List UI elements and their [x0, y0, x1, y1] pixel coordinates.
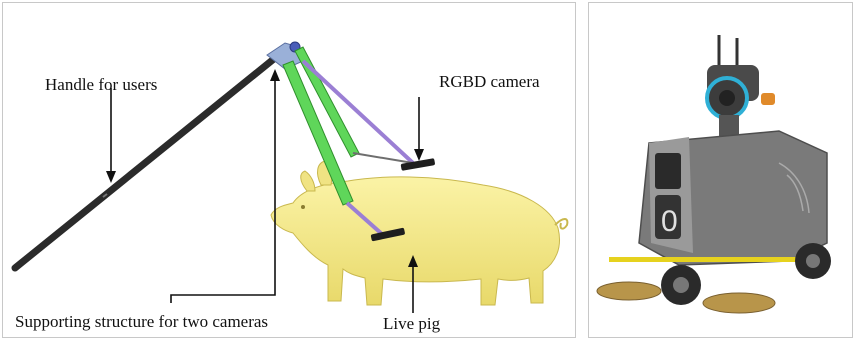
- scanning-device-illustration: [11, 41, 569, 313]
- arm-purple-left: [345, 201, 385, 237]
- arm-purple-right: [301, 59, 415, 165]
- scanning-device-panel: Handle for users RGBD camera Supporting …: [2, 2, 576, 338]
- label-rgbd-camera: RGBD camera: [439, 72, 540, 91]
- robot-body: 0: [638, 130, 828, 266]
- side-brush-right: [702, 292, 776, 314]
- arm-green-left: [282, 60, 354, 206]
- cleaning-robot-panel: 0: [588, 2, 853, 338]
- svg-text:0: 0: [661, 205, 678, 238]
- yellow-bumper-bar: [609, 257, 799, 262]
- label-handle-for-users: Handle for users: [45, 75, 158, 94]
- label-live-pig: Live pig: [383, 314, 441, 333]
- second-camera-device: [370, 227, 405, 242]
- handle-pole: [11, 54, 279, 272]
- cleaning-robot-illustration: 0: [596, 35, 831, 314]
- side-brush-left: [596, 281, 662, 301]
- robot-sensor-head: [705, 65, 775, 139]
- label-supporting-structure: Supporting structure for two cameras: [15, 312, 269, 331]
- annotation-arrows: [106, 69, 424, 313]
- rgbd-camera-device: [400, 158, 435, 171]
- live-pig: [270, 160, 569, 306]
